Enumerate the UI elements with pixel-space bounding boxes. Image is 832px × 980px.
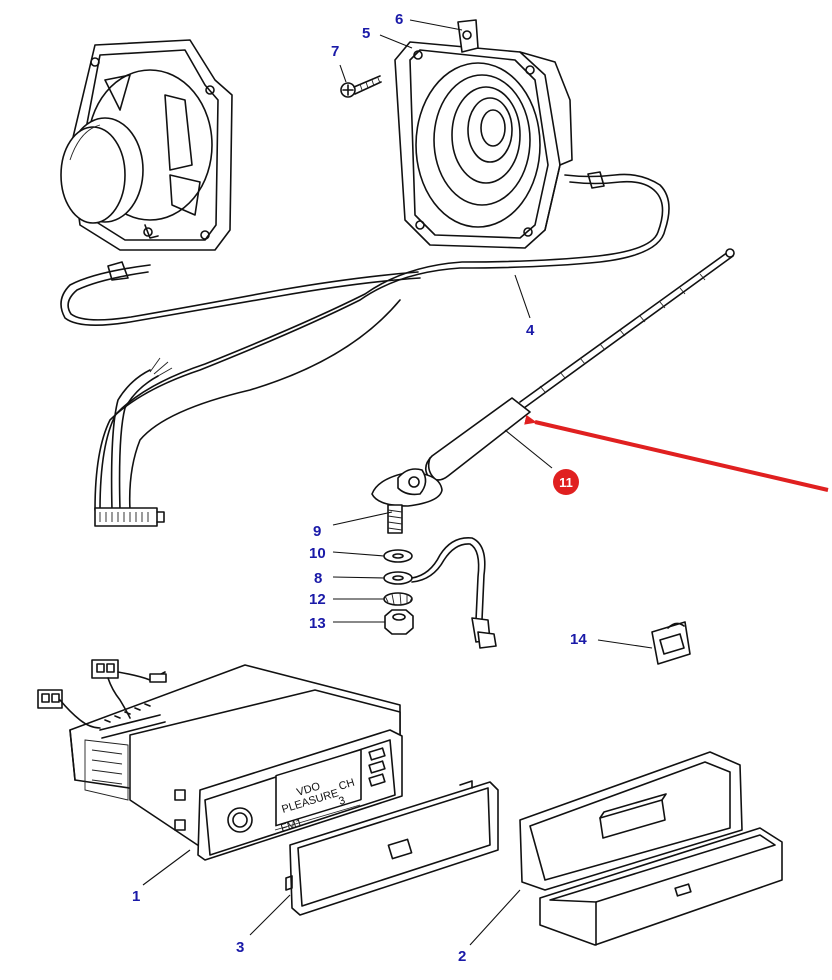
lcd-preset: 3: [337, 795, 346, 808]
wiring-harness: [60, 171, 670, 527]
callout-6: 6: [395, 11, 403, 28]
antenna-cable: [383, 537, 497, 649]
callout-3: 3: [236, 939, 244, 956]
callout-4: 4: [526, 322, 535, 339]
speaker-screw: [340, 75, 382, 98]
star-washer: [383, 592, 413, 606]
callout-1: 1: [132, 888, 140, 905]
nut: [384, 609, 414, 635]
callout-11: 11: [559, 475, 573, 490]
highlight-arrow: [524, 414, 829, 492]
washer: [383, 549, 413, 563]
radio-unit: VDO PLEASURE FM1 CH 3: [69, 664, 403, 861]
leader-lines: [142, 19, 653, 946]
callout-2: 2: [458, 948, 466, 965]
callouts: 6 5 7 4 9 10 8 12 13 14 1 3 2: [132, 11, 587, 965]
radio-connectors: [37, 659, 167, 729]
lcd-channel-label: CH: [337, 777, 356, 793]
callout-9: 9: [313, 523, 321, 540]
left-speaker: [60, 39, 233, 251]
antenna: [424, 248, 735, 481]
callout-12: 12: [309, 591, 326, 608]
callout-13: 13: [309, 615, 326, 632]
callout-5: 5: [362, 25, 370, 42]
volume-knob: [227, 807, 253, 833]
callout-7: 7: [331, 43, 339, 60]
callout-10: 10: [309, 545, 326, 562]
right-speaker: [394, 41, 573, 249]
speaker-clip: [457, 19, 479, 53]
antenna-base: [371, 468, 443, 534]
highlight-badge: 11: [553, 469, 579, 495]
radio-bezel: [285, 780, 499, 916]
clip-14: [651, 621, 691, 665]
callout-14: 14: [570, 631, 587, 648]
callout-8: 8: [314, 570, 322, 587]
radio-case: [519, 751, 783, 946]
